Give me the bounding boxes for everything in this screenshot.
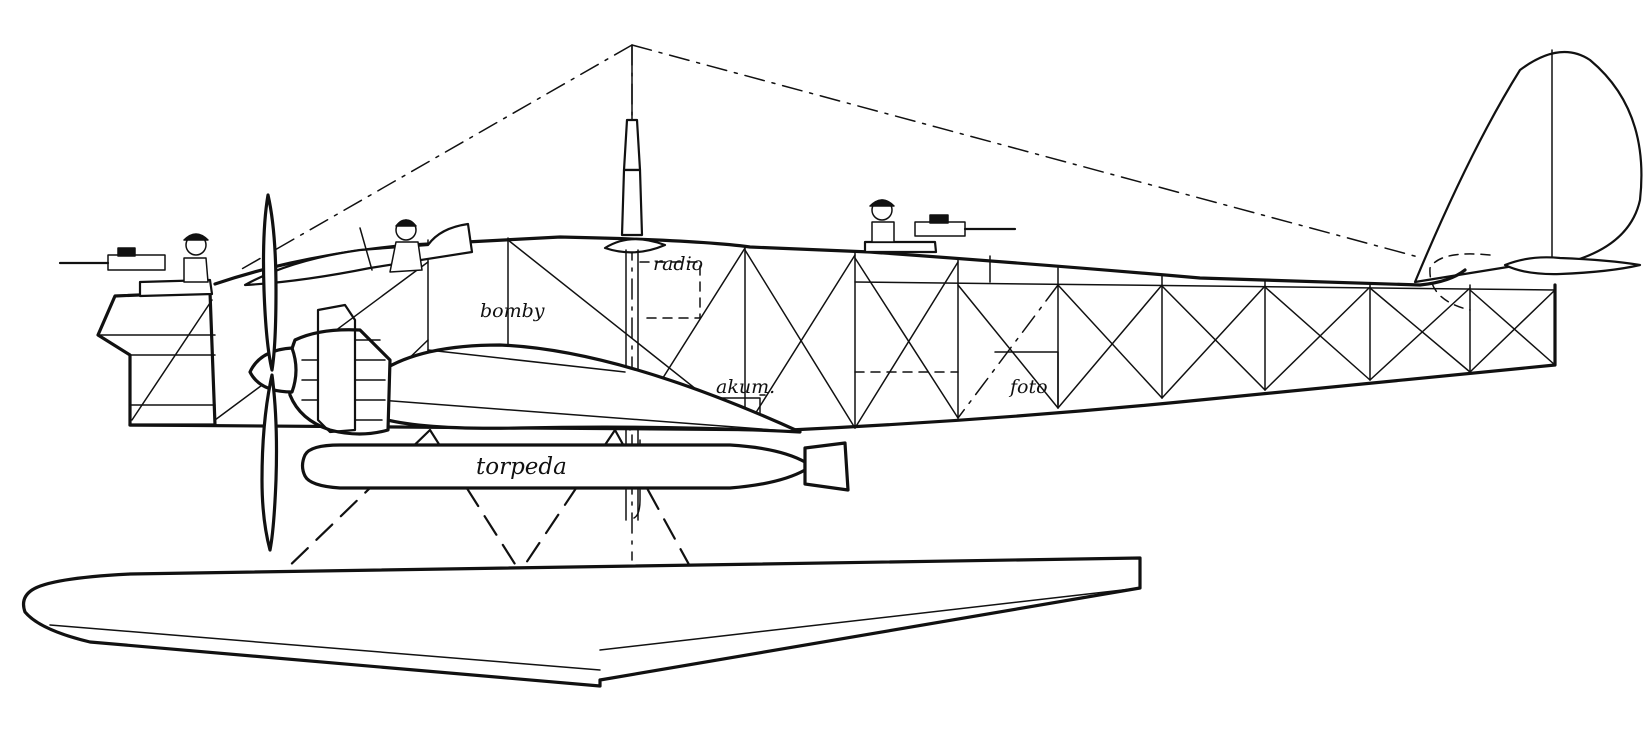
label-torpedo: torpeda: [476, 454, 567, 480]
nose-gunner: [58, 233, 214, 298]
bomb: [378, 343, 802, 434]
float: [21, 556, 1142, 688]
pilot-body: [389, 241, 423, 273]
label-bombs: bomby: [480, 300, 545, 322]
label-battery: akum.: [716, 376, 775, 398]
tail-fin: [1413, 49, 1643, 311]
dorsal-gunner: [863, 199, 1017, 254]
labels: bomby radio akum. foto torpeda: [476, 253, 1048, 480]
tailplane: [1503, 256, 1642, 276]
torpedo: [300, 441, 850, 492]
nose-machine-gun: [107, 254, 166, 271]
torpedo-tail: [803, 441, 850, 492]
dorsal-machine-gun: [914, 221, 966, 237]
label-radio: radio: [653, 253, 703, 275]
antenna-fairing: [603, 238, 667, 254]
label-camera: foto: [1008, 376, 1048, 398]
propeller: [260, 193, 279, 552]
cockpit: [243, 219, 474, 287]
